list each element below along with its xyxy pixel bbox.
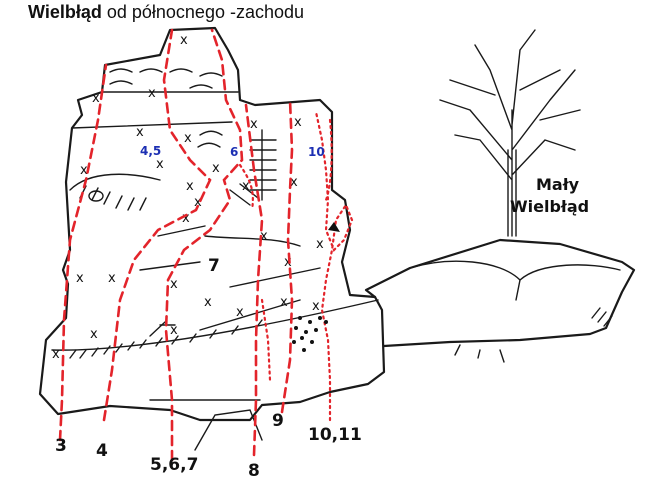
title-view: od północnego -zachodu bbox=[101, 2, 305, 22]
bolt-x: x bbox=[90, 327, 98, 342]
bolt-x: x bbox=[312, 299, 320, 314]
bolt-x: x bbox=[290, 175, 298, 190]
bolt-x: x bbox=[76, 271, 84, 286]
dots-cluster bbox=[292, 316, 328, 352]
tree-drawing bbox=[439, 29, 581, 237]
route-567-line bbox=[164, 28, 244, 462]
small-rock-outline bbox=[364, 238, 636, 363]
bolt-x: x bbox=[280, 295, 288, 310]
route-label-9: 9 bbox=[272, 411, 284, 431]
route-label-4-5: 4,5 bbox=[140, 144, 161, 158]
bolt-x: x bbox=[250, 117, 258, 132]
arrow-marker bbox=[328, 222, 340, 232]
route-label-5-6-7: 5,6,7 bbox=[150, 455, 198, 475]
bolt-x: x bbox=[204, 295, 212, 310]
route-label-8: 8 bbox=[248, 461, 260, 481]
route-dot-extra-2 bbox=[238, 163, 254, 212]
bolt-x: x bbox=[212, 161, 220, 176]
route-label-10: 10 bbox=[308, 145, 325, 159]
title-rock-name: Wielbłąd bbox=[28, 2, 102, 22]
bolt-x: x bbox=[186, 179, 194, 194]
route-dot-extra bbox=[260, 298, 272, 382]
route-lines bbox=[58, 28, 354, 462]
route-9-line bbox=[280, 98, 294, 414]
bolt-x: x bbox=[236, 305, 244, 320]
bolt-x: x bbox=[136, 125, 144, 140]
bolt-x: x bbox=[80, 163, 88, 178]
route-label-10-11: 10,11 bbox=[308, 425, 362, 445]
pocket-hole bbox=[88, 190, 104, 202]
small-rock-label-line2: Wielbłąd bbox=[510, 197, 589, 216]
bolt-x: x bbox=[184, 131, 192, 146]
bolt-x: x bbox=[108, 271, 116, 286]
route-label-3: 3 bbox=[55, 436, 67, 456]
bolt-x: x bbox=[52, 347, 60, 362]
topo-title: Wielbłąd od północnego -zachodu bbox=[28, 2, 304, 23]
small-rock-label-line1: Mały bbox=[536, 175, 580, 194]
bolt-x: x bbox=[180, 33, 188, 48]
route-label-6: 6 bbox=[230, 145, 238, 159]
route-4-line bbox=[102, 28, 212, 422]
bolt-x: x bbox=[284, 255, 292, 270]
bolt-x: x bbox=[294, 115, 302, 130]
route-8-line bbox=[244, 103, 264, 457]
bolt-x: x bbox=[260, 229, 268, 244]
bolt-x: x bbox=[92, 91, 100, 106]
bolt-x: x bbox=[170, 277, 178, 292]
bolt-markers: x x x x x x x x x x x x x x x x x x x x … bbox=[52, 33, 324, 362]
bolt-x: x bbox=[194, 195, 202, 210]
bolt-x: x bbox=[182, 211, 190, 226]
route-label-4: 4 bbox=[96, 441, 108, 461]
route-label-7: 7 bbox=[208, 256, 220, 276]
bolt-x: x bbox=[156, 157, 164, 172]
route-1011-line bbox=[314, 110, 354, 422]
bolt-x: x bbox=[148, 86, 156, 101]
bolt-x: x bbox=[242, 179, 250, 194]
route-dot-extra-3 bbox=[324, 118, 333, 202]
bolt-x: x bbox=[316, 237, 324, 252]
bolt-x: x bbox=[170, 323, 178, 338]
route-3-line bbox=[58, 63, 108, 442]
